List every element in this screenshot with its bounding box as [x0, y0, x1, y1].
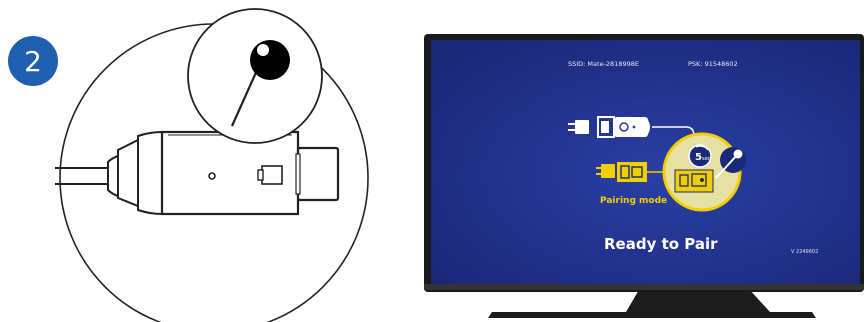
tv-stand [488, 288, 816, 318]
timer-icon: 5 sec [689, 145, 711, 167]
svg-text:5: 5 [695, 152, 702, 163]
pairing-mode-label: Pairing mode [600, 196, 667, 206]
psk-label: PSK: 91548602 [688, 60, 738, 68]
ssid-label: SSID: Mate-2818998E [568, 60, 639, 68]
version-label: V 2249602 [791, 249, 818, 255]
ready-to-pair-label: Ready to Pair [604, 235, 718, 253]
svg-text:sec: sec [702, 156, 711, 162]
yellow-dongle-icon [617, 162, 647, 182]
